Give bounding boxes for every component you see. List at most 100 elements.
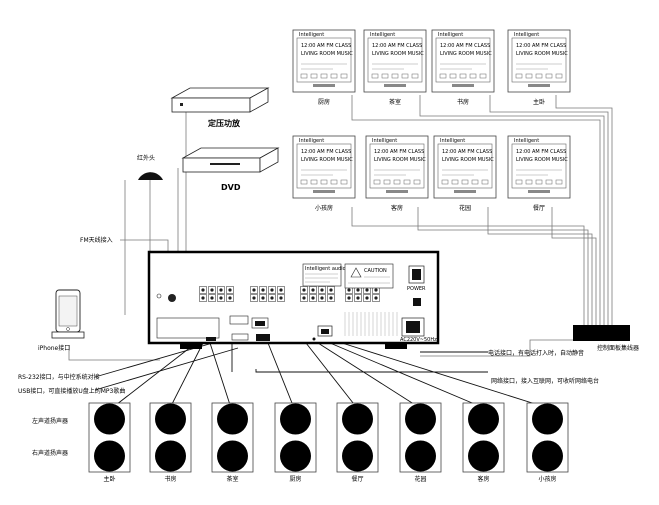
panel-button[interactable] bbox=[300, 73, 308, 79]
panel-button[interactable] bbox=[310, 73, 318, 79]
panel-button[interactable] bbox=[525, 179, 533, 185]
panel-button[interactable] bbox=[515, 179, 523, 185]
speaker-left bbox=[280, 403, 311, 435]
amp-label: 定压功放 bbox=[207, 118, 241, 128]
rs232-annotation: RS-232接口，与中控系统对接 bbox=[18, 373, 100, 381]
panel-button[interactable] bbox=[310, 179, 318, 185]
speaker-right bbox=[532, 440, 563, 472]
panel-button[interactable] bbox=[340, 73, 348, 79]
host-unit: Intelligent audio system CAUTION POWER A… bbox=[147, 250, 440, 349]
speaker-right bbox=[468, 440, 499, 472]
panel-button[interactable] bbox=[381, 73, 389, 79]
panel-display-line1: 12:00 AM FM CLASS bbox=[442, 149, 492, 155]
speaker-left bbox=[94, 403, 125, 435]
panel-button[interactable] bbox=[393, 179, 401, 185]
panel-button[interactable] bbox=[320, 73, 328, 79]
panel-button[interactable] bbox=[373, 179, 381, 185]
panel-room-label: 客房 bbox=[391, 204, 403, 212]
panel-button[interactable] bbox=[451, 179, 459, 185]
speaker-pair: 茶室 bbox=[211, 402, 254, 483]
panel-button[interactable] bbox=[469, 73, 477, 79]
speaker-right bbox=[155, 440, 186, 472]
speaker-room-label: 客房 bbox=[477, 475, 489, 483]
panel-button[interactable] bbox=[555, 73, 563, 79]
panel-button[interactable] bbox=[413, 179, 421, 185]
panel-button[interactable] bbox=[330, 179, 338, 185]
panel-button[interactable] bbox=[441, 179, 449, 185]
panel-button[interactable] bbox=[403, 179, 411, 185]
net-annotation: 网络接口，接入互联网，可收听网络电台 bbox=[491, 377, 599, 385]
panel-button[interactable] bbox=[300, 179, 308, 185]
speaker-left bbox=[405, 403, 436, 435]
panel-brand: Intelligent bbox=[372, 138, 397, 144]
panel-button[interactable] bbox=[545, 179, 553, 185]
power-label: POWER bbox=[407, 286, 426, 292]
panel-button[interactable] bbox=[411, 73, 419, 79]
panel-brand: Intelligent bbox=[440, 138, 465, 144]
speaker-pair: 小孩房 bbox=[526, 402, 569, 483]
panel-button[interactable] bbox=[545, 73, 553, 79]
panel-button[interactable] bbox=[515, 73, 523, 79]
panel-display-line2: LIVING ROOM MUSIC bbox=[372, 51, 424, 57]
panel-button[interactable] bbox=[391, 73, 399, 79]
wires bbox=[68, 95, 613, 409]
panel-button[interactable] bbox=[525, 73, 533, 79]
panel-button[interactable] bbox=[340, 179, 348, 185]
phone-annotation: 电话接口，有电话打入时，自动静音 bbox=[488, 349, 584, 357]
panel-button[interactable] bbox=[401, 73, 409, 79]
panel-collector: 控制面板集线器 bbox=[573, 325, 639, 352]
panel-room-label: 书房 bbox=[457, 98, 469, 106]
speaker-left bbox=[468, 403, 499, 435]
speaker-right bbox=[342, 440, 373, 472]
dvd-player: DVD bbox=[181, 147, 280, 192]
panel-button[interactable] bbox=[555, 179, 563, 185]
vent-slots bbox=[344, 312, 398, 336]
panel-button[interactable] bbox=[383, 179, 391, 185]
panel-brand: Intelligent bbox=[370, 32, 395, 38]
panel-button[interactable] bbox=[461, 179, 469, 185]
speaker-pair: 书房 bbox=[149, 402, 192, 483]
panel-room-label: 茶室 bbox=[389, 98, 401, 106]
panel-room-label: 花园 bbox=[459, 204, 471, 212]
speaker-room-label: 餐厅 bbox=[351, 475, 363, 483]
panel-brand: Intelligent bbox=[438, 32, 463, 38]
panel-button[interactable] bbox=[535, 73, 543, 79]
speaker-room-label: 茶室 bbox=[226, 475, 238, 483]
speaker-pair: 客房 bbox=[462, 402, 505, 483]
panel-button[interactable] bbox=[459, 73, 467, 79]
panel-brand: Intelligent bbox=[514, 138, 539, 144]
panel-button[interactable] bbox=[479, 73, 487, 79]
panel-button[interactable] bbox=[439, 73, 447, 79]
panel-button[interactable] bbox=[449, 73, 457, 79]
collector-label: 控制面板集线器 bbox=[597, 344, 639, 352]
ir-label: 红外头 bbox=[137, 154, 155, 162]
panel-display-line2: LIVING ROOM MUSIC bbox=[301, 157, 353, 163]
speaker-pair: 厨房 bbox=[274, 402, 317, 483]
panel-display-line2: LIVING ROOM MUSIC bbox=[516, 157, 568, 163]
amplifier: 定压功放 bbox=[170, 87, 270, 128]
iphone-dock: iPhone接口 bbox=[38, 289, 85, 352]
ir-receiver: 红外头 bbox=[137, 154, 163, 180]
control-panels: Intelligent 12:00 AM FM CLASS LIVING ROOM … bbox=[292, 29, 571, 212]
panel-button[interactable] bbox=[330, 73, 338, 79]
panel-display-line1: 12:00 AM FM CLASS bbox=[374, 149, 424, 155]
panel-button[interactable] bbox=[535, 179, 543, 185]
panel-display-line1: 12:00 AM FM CLASS bbox=[516, 43, 566, 49]
panel-room-label: 餐厅 bbox=[533, 204, 545, 212]
panel-button[interactable] bbox=[320, 179, 328, 185]
fm-annotation: FM天线接入 bbox=[80, 236, 113, 244]
panel-button[interactable] bbox=[481, 179, 489, 185]
panel-button[interactable] bbox=[471, 179, 479, 185]
panel-button[interactable] bbox=[371, 73, 379, 79]
ac-label: AC220V~50Hz bbox=[400, 337, 437, 343]
